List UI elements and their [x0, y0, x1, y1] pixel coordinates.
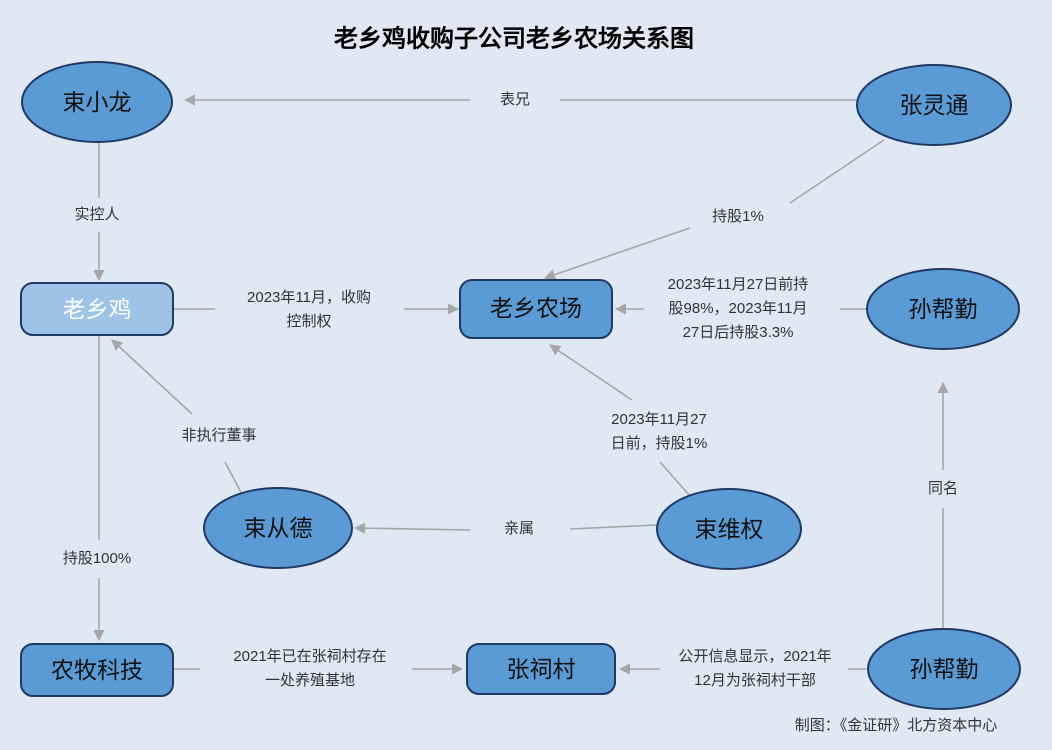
node-label-laoxiangji: 老乡鸡 [63, 296, 132, 322]
edge-ganbu: 公开信息显示，2021年 12月为张祠村干部 [618, 648, 866, 689]
edges-layer: 表兄 实控人 2023年11月，收购 控制权 持股1% [63, 91, 958, 689]
edge-shougou: 2023年11月，收购 控制权 [174, 289, 460, 330]
edge-label-yangzhi-line2: 一处养殖基地 [265, 672, 355, 689]
node-label-shu-weiquan: 束维权 [695, 516, 764, 542]
node-shape-rect[interactable] [466, 643, 616, 695]
edge-qinshu: 亲属 [353, 520, 658, 537]
node-laoxiangji[interactable]: 老乡鸡 [20, 282, 174, 336]
node-shape-ellipse[interactable] [656, 488, 802, 570]
node-zhangci-village[interactable]: 张祠村 [466, 643, 616, 695]
node-label-nongmu-tech: 农牧科技 [51, 657, 143, 683]
node-label-zhang-lingtong: 张灵通 [900, 92, 969, 118]
edge-label-tongming: 同名 [928, 480, 958, 497]
edge-biaoxiong: 表兄 [183, 91, 857, 108]
edge-label-ganbu-line1: 公开信息显示，2021年 [678, 648, 831, 665]
node-shu-congde[interactable]: 束从德 [203, 487, 353, 569]
edge-chigu100: 持股100% [63, 336, 131, 642]
edge-label-shikongren: 实控人 [74, 206, 119, 223]
node-shu-weiquan[interactable]: 束维权 [656, 488, 802, 570]
edge-label-qinshu: 亲属 [504, 520, 534, 537]
edge-label-chigu1-zhang: 持股1% [712, 208, 764, 225]
edge-label-chigu100: 持股100% [63, 550, 131, 567]
node-shape-ellipse[interactable] [203, 487, 353, 569]
node-shape-ellipse[interactable] [21, 61, 173, 143]
edge-label-ganbu-line2: 12月为张祠村干部 [694, 672, 816, 689]
edge-label-chigu98-line2: 股98%，2023年11月 [669, 300, 808, 317]
node-label-laoxiang-farm: 老乡农场 [490, 295, 582, 321]
node-shape-ellipse[interactable] [866, 268, 1020, 350]
edge-label-chigu1-shu-line2: 日前，持股1% [611, 435, 708, 452]
nodes-layer: 束小龙 张灵通 老乡鸡 老乡农场 孙帮勤 束从德 [20, 61, 1021, 710]
credit-note: 制图：《金证研》北方资本中心 [795, 717, 998, 734]
edge-label-shougou-line1: 2023年11月，收购 [247, 289, 371, 306]
node-label-shu-congde: 束从德 [244, 515, 313, 541]
node-label-zhangci-village: 张祠村 [507, 656, 576, 682]
edge-label-chigu98-line1: 2023年11月27日前持 [668, 276, 809, 293]
edge-feizhixing: 非执行董事 [111, 339, 257, 501]
edge-label-chigu98-line3: 27日后持股3.3% [683, 324, 794, 341]
edge-yangzhi: 2021年已在张祠村存在 一处养殖基地 [174, 648, 464, 689]
edge-label-feizhixing: 非执行董事 [181, 427, 256, 444]
node-label-sun-bangqin-bottom: 孙帮勤 [910, 656, 979, 682]
edge-label-yangzhi-line1: 2021年已在张祠村存在 [233, 648, 386, 665]
node-label-shu-xiaolong: 束小龙 [63, 89, 132, 115]
node-laoxiang-farm[interactable]: 老乡农场 [459, 279, 613, 339]
edge-label-chigu1-shu-line1: 2023年11月27 [611, 411, 707, 428]
node-sun-bangqin-top[interactable]: 孙帮勤 [866, 268, 1020, 350]
node-shu-xiaolong[interactable]: 束小龙 [21, 61, 173, 143]
node-shape-rect[interactable] [459, 279, 613, 339]
edge-tongming: 同名 [928, 381, 958, 628]
node-zhang-lingtong[interactable]: 张灵通 [856, 64, 1012, 146]
node-shape-ellipse[interactable] [856, 64, 1012, 146]
node-sun-bangqin-bottom[interactable]: 孙帮勤 [867, 628, 1021, 710]
edge-chigu1-shu: 2023年11月27 日前，持股1% [549, 344, 708, 497]
node-shape-rect[interactable] [20, 282, 174, 336]
node-label-sun-bangqin-top: 孙帮勤 [909, 296, 978, 322]
edge-label-biaoxiong: 表兄 [500, 91, 530, 108]
page-title: 老乡鸡收购子公司老乡农场关系图 [334, 24, 694, 52]
edge-shikongren: 实控人 [74, 143, 120, 282]
node-shape-ellipse[interactable] [867, 628, 1021, 710]
edge-chigu98: 2023年11月27日前持 股98%，2023年11月 27日后持股3.3% [614, 276, 866, 341]
edge-chigu1-zhang: 持股1% [543, 139, 885, 281]
node-shape-rect[interactable] [20, 643, 174, 697]
edge-label-shougou-line2: 控制权 [286, 313, 331, 330]
node-nongmu-tech[interactable]: 农牧科技 [20, 643, 174, 697]
